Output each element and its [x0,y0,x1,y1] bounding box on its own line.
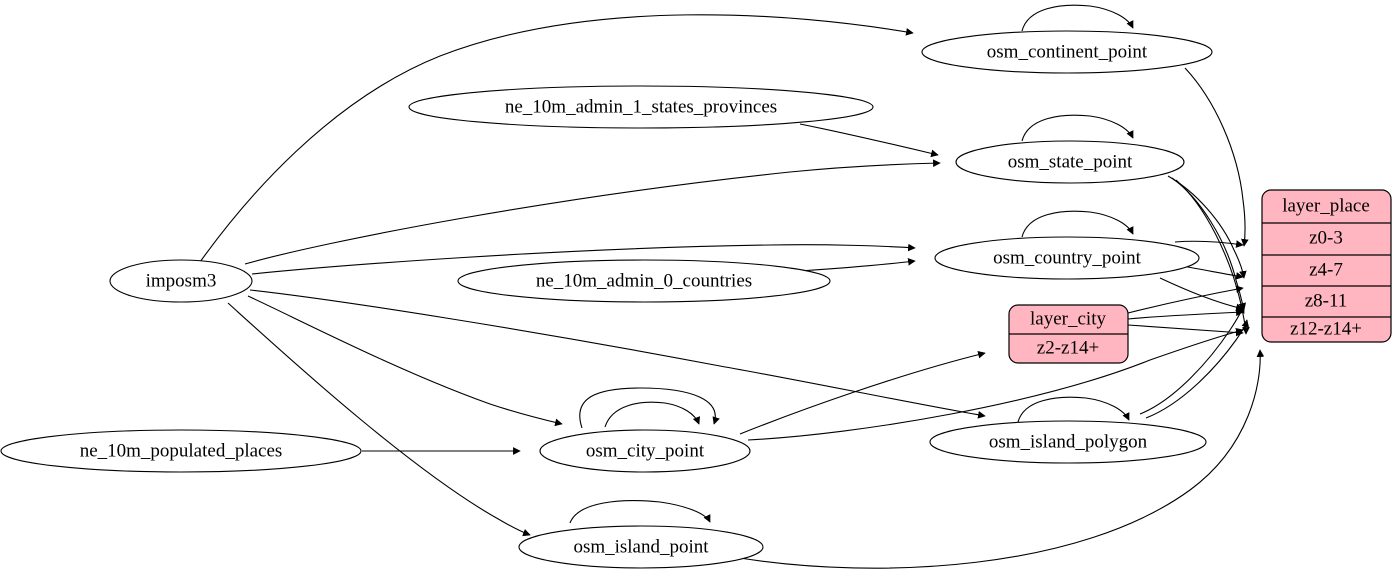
edge-osm-island-polygon-to-layer-place-a [1139,305,1245,415]
node-imposm3[interactable]: imposm3 [109,259,253,303]
record-layer-city-title: layer_city [1030,308,1106,329]
node-osm-state-point[interactable]: osm_state_point [955,140,1185,184]
edge-osm-island-point-to-layer-place-z12-z14 [739,349,1265,569]
edge-osm-continent-point-self-loop [1021,4,1134,32]
edge-ne-countries-to-osm-country-point [799,258,916,272]
node-osm-country-point-label: osm_country_point [993,247,1141,268]
node-ne-10m-admin-0-countries[interactable]: ne_10m_admin_0_countries [457,259,831,303]
edge-layer-city-to-layer-place-c [1127,324,1244,337]
edge-imposm3-to-osm-continent-point [199,14,914,263]
node-ne-countries-label: ne_10m_admin_0_countries [536,270,752,291]
node-osm-island-point[interactable]: osm_island_point [518,525,764,569]
edge-osm-state-point-to-layer-place-z4-7 [1167,175,1247,279]
node-osm-island-polygon-label: osm_island_polygon [989,431,1148,452]
node-ne-populated-label: ne_10m_populated_places [80,440,283,461]
record-layer-place-row-1[interactable]: z4-7 [1309,259,1343,280]
record-layer-place[interactable]: layer_place z0-3 z4-7 z8-11 z12-z14+ [1261,189,1392,343]
edge-osm-country-point-to-layer-place-z8-11 [1159,277,1244,312]
record-layer-city[interactable]: layer_city z2-z14+ [1008,304,1129,364]
edge-osm-continent-point-to-layer-place-z0-3 [1184,67,1249,247]
edge-osm-state-point-self-loop [1021,114,1134,142]
edge-osm-island-point-self-loop [569,500,711,524]
node-osm-island-point-label: osm_island_point [573,536,709,557]
edge-osm-country-point-to-layer-place-z0-3 [1174,240,1244,248]
edge-osm-island-polygon-self-loop [1017,396,1130,423]
record-layer-city-row-0[interactable]: z2-z14+ [1037,337,1099,358]
edge-osm-city-point-self-loop-outer [579,387,720,429]
record-layer: layer_city z2-z14+ layer_place z0-3 z4-7… [1008,189,1392,364]
node-osm-island-polygon[interactable]: osm_island_polygon [929,420,1207,464]
edge-imposm3-to-osm-island-polygon [249,289,986,419]
record-layer-place-row-0[interactable]: z0-3 [1309,227,1343,248]
edge-osm-city-point-self-loop-inner [604,401,700,428]
record-layer-place-row-2[interactable]: z8-11 [1305,290,1348,311]
node-osm-state-point-label: osm_state_point [1008,151,1133,172]
node-ne-10m-populated-places[interactable]: ne_10m_populated_places [0,429,362,473]
edge-layer [199,4,1265,569]
edge-osm-city-point-to-layer-place-z12-z14 [747,328,1244,441]
node-osm-country-point[interactable]: osm_country_point [934,236,1200,280]
edge-ne-states-to-osm-state-point [799,123,939,158]
edge-layer-city-to-layer-place-a [1127,285,1244,314]
node-osm-continent-point[interactable]: osm_continent_point [921,30,1213,74]
edge-imposm3-to-osm-state-point [244,159,941,265]
edge-layer-city-to-layer-place-b [1127,308,1244,320]
node-osm-city-point[interactable]: osm_city_point [539,429,751,473]
node-osm-city-point-label: osm_city_point [586,440,705,461]
edge-imposm3-to-osm-country-point [251,243,916,275]
edge-osm-country-point-self-loop [1021,210,1134,238]
node-layer: imposm3 ne_10m_admin_1_states_provinces … [0,30,1213,569]
node-osm-continent-point-label: osm_continent_point [987,41,1148,62]
record-layer-place-row-3[interactable]: z12-z14+ [1290,318,1362,339]
edge-imposm3-to-osm-city-point [247,295,563,427]
edge-imposm3-to-osm-island-point [227,302,531,537]
record-layer-place-title: layer_place [1282,195,1370,216]
node-imposm3-label: imposm3 [146,270,217,291]
node-ne-states-label: ne_10m_admin_1_states_provinces [505,96,777,117]
node-ne-10m-admin-1-states-provinces[interactable]: ne_10m_admin_1_states_provinces [408,85,874,129]
edge-osm-island-polygon-to-layer-place-b [1145,319,1250,419]
edge-osm-city-point-to-layer-city [739,350,986,435]
